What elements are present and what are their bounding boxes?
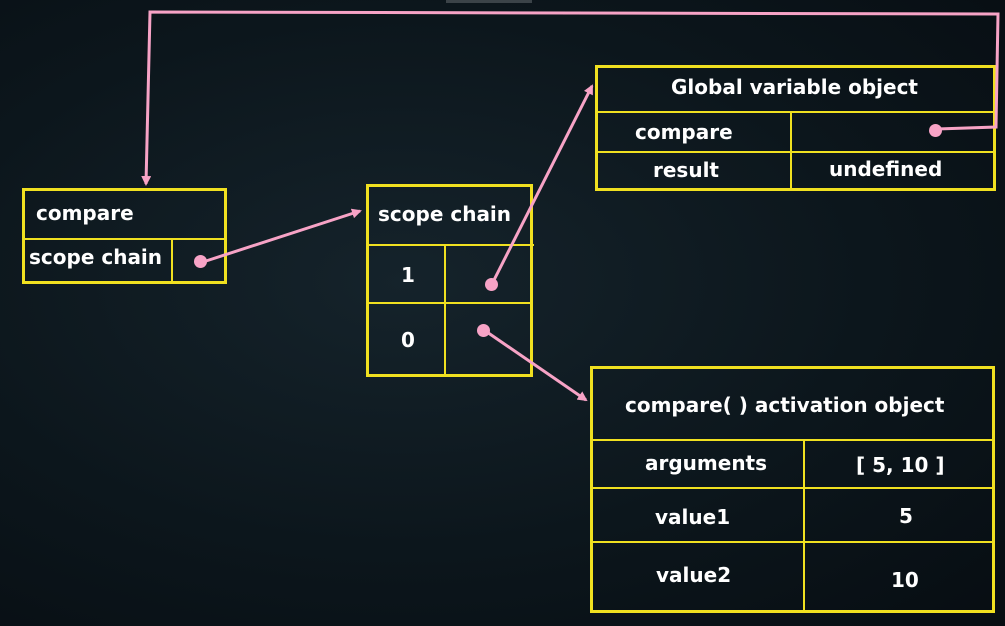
global-object-title: Global variable object xyxy=(671,75,918,99)
scope-chain-header-divider xyxy=(368,244,534,246)
scope-chain-row-divider xyxy=(368,302,531,304)
activation-object-box xyxy=(590,366,995,613)
scope-chain-column-divider xyxy=(444,244,446,375)
pointer-dot-scope-chain-1 xyxy=(485,278,498,291)
activation-object-header-divider xyxy=(592,439,993,441)
window-top-bar xyxy=(446,0,532,3)
global-object-result-label: result xyxy=(653,158,719,182)
activation-object-row-divider-2 xyxy=(592,541,993,543)
pointer-dot-scope-chain-0 xyxy=(477,324,490,337)
compare-box-cell-divider xyxy=(171,238,173,282)
scope-chain-index-1: 1 xyxy=(401,263,415,287)
arrow-compare-to-scope-chain xyxy=(205,208,362,263)
pointer-dot-compare-scope-chain xyxy=(194,255,207,268)
pointer-dot-global-compare xyxy=(929,124,942,137)
activation-value2-label: value2 xyxy=(656,563,732,587)
scope-chain-title: scope chain xyxy=(378,202,512,226)
compare-box-divider xyxy=(24,238,225,240)
activation-arguments-value: [ 5, 10 ] xyxy=(856,453,945,477)
activation-object-title: compare( ) activation object xyxy=(625,393,945,417)
activation-object-row-divider-1 xyxy=(592,487,993,489)
global-object-compare-label: compare xyxy=(635,120,733,144)
global-object-column-divider xyxy=(790,111,792,189)
activation-value2-value: 10 xyxy=(891,568,919,592)
activation-value1-label: value1 xyxy=(655,505,731,529)
scope-chain-index-0: 0 xyxy=(401,328,415,352)
global-object-result-value: undefined xyxy=(829,157,943,181)
compare-box-scope-chain-label: scope chain xyxy=(29,245,163,269)
global-object-row-divider xyxy=(597,151,994,153)
activation-value1-value: 5 xyxy=(899,504,913,528)
activation-arguments-label: arguments xyxy=(645,451,768,475)
global-object-header-divider xyxy=(597,111,994,113)
compare-box-title: compare xyxy=(36,201,134,225)
activation-object-column-divider xyxy=(803,439,805,611)
